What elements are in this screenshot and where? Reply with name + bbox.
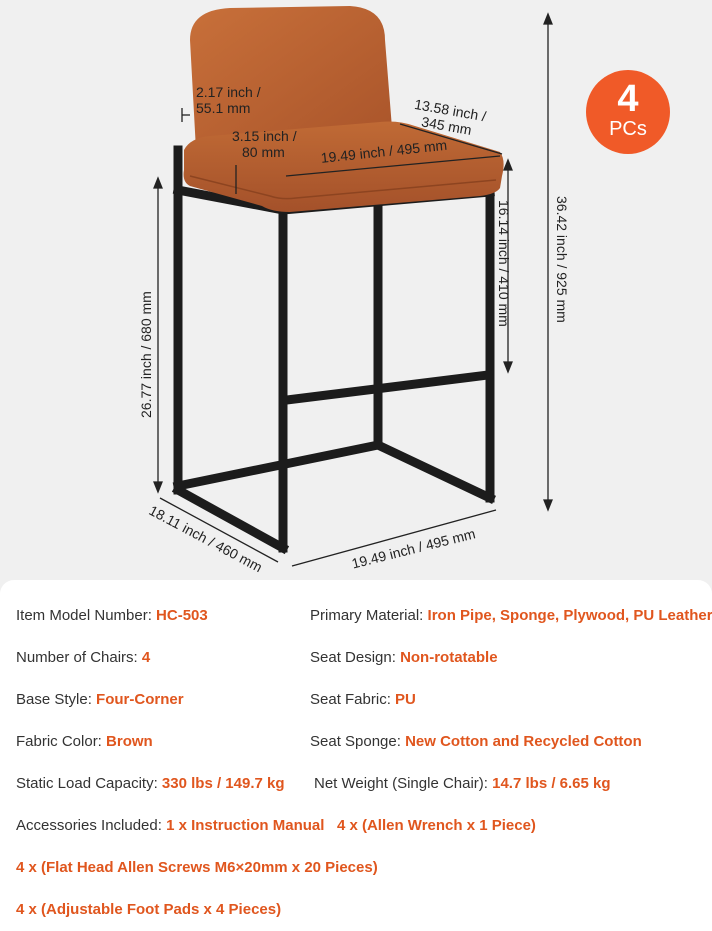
leg-to-seat-label: 16.14 inch / 410 mm [496,200,512,327]
specifications-panel: Item Model Number: HC-503 Primary Materi… [0,580,712,931]
spec-chairs: Number of Chairs: 4 [16,649,151,666]
back-thickness-label: 2.17 inch / 55.1 mm [196,84,261,116]
spec-base-style: Base Style: Four-Corner [16,691,184,708]
spec-accessories: Accessories Included: 1 x Instruction Ma… [16,817,536,834]
spec-material: Primary Material: Iron Pipe, Sponge, Ply… [310,607,712,624]
spec-seat-design: Seat Design: Non-rotatable [310,649,498,666]
total-height-label: 36.42 inch / 925 mm [554,196,570,323]
quantity-unit: PCs [609,118,647,140]
metal-frame [171,145,496,555]
seat-cushion [183,121,504,212]
spec-accessory-foot-pads: 4 x (Adjustable Foot Pads x 4 Pieces) [16,901,282,918]
spec-accessory-screws: 4 x (Flat Head Allen Screws M6×20mm x 20… [16,859,378,876]
seat-height-label: 26.77 inch / 680 mm [138,291,154,418]
spec-load-capacity: Static Load Capacity: 330 lbs / 149.7 kg [16,775,285,792]
spec-seat-fabric: Seat Fabric: PU [310,691,416,708]
spec-net-weight: Net Weight (Single Chair): 14.7 lbs / 6.… [314,775,611,792]
stool-illustration [153,6,553,567]
spec-fabric-color: Fabric Color: Brown [16,733,153,750]
cushion-thickness-label: 3.15 inch / 80 mm [232,128,297,160]
quantity-count: 4 [617,78,639,120]
dimension-lines [153,12,553,567]
spec-seat-sponge: Seat Sponge: New Cotton and Recycled Cot… [310,733,642,750]
backrest [190,6,392,150]
quantity-badge: 4 PCs [586,70,670,154]
spec-model: Item Model Number: HC-503 [16,607,208,624]
product-diagram: 2.17 inch / 55.1 mm 3.15 inch / 80 mm 13… [138,6,670,575]
